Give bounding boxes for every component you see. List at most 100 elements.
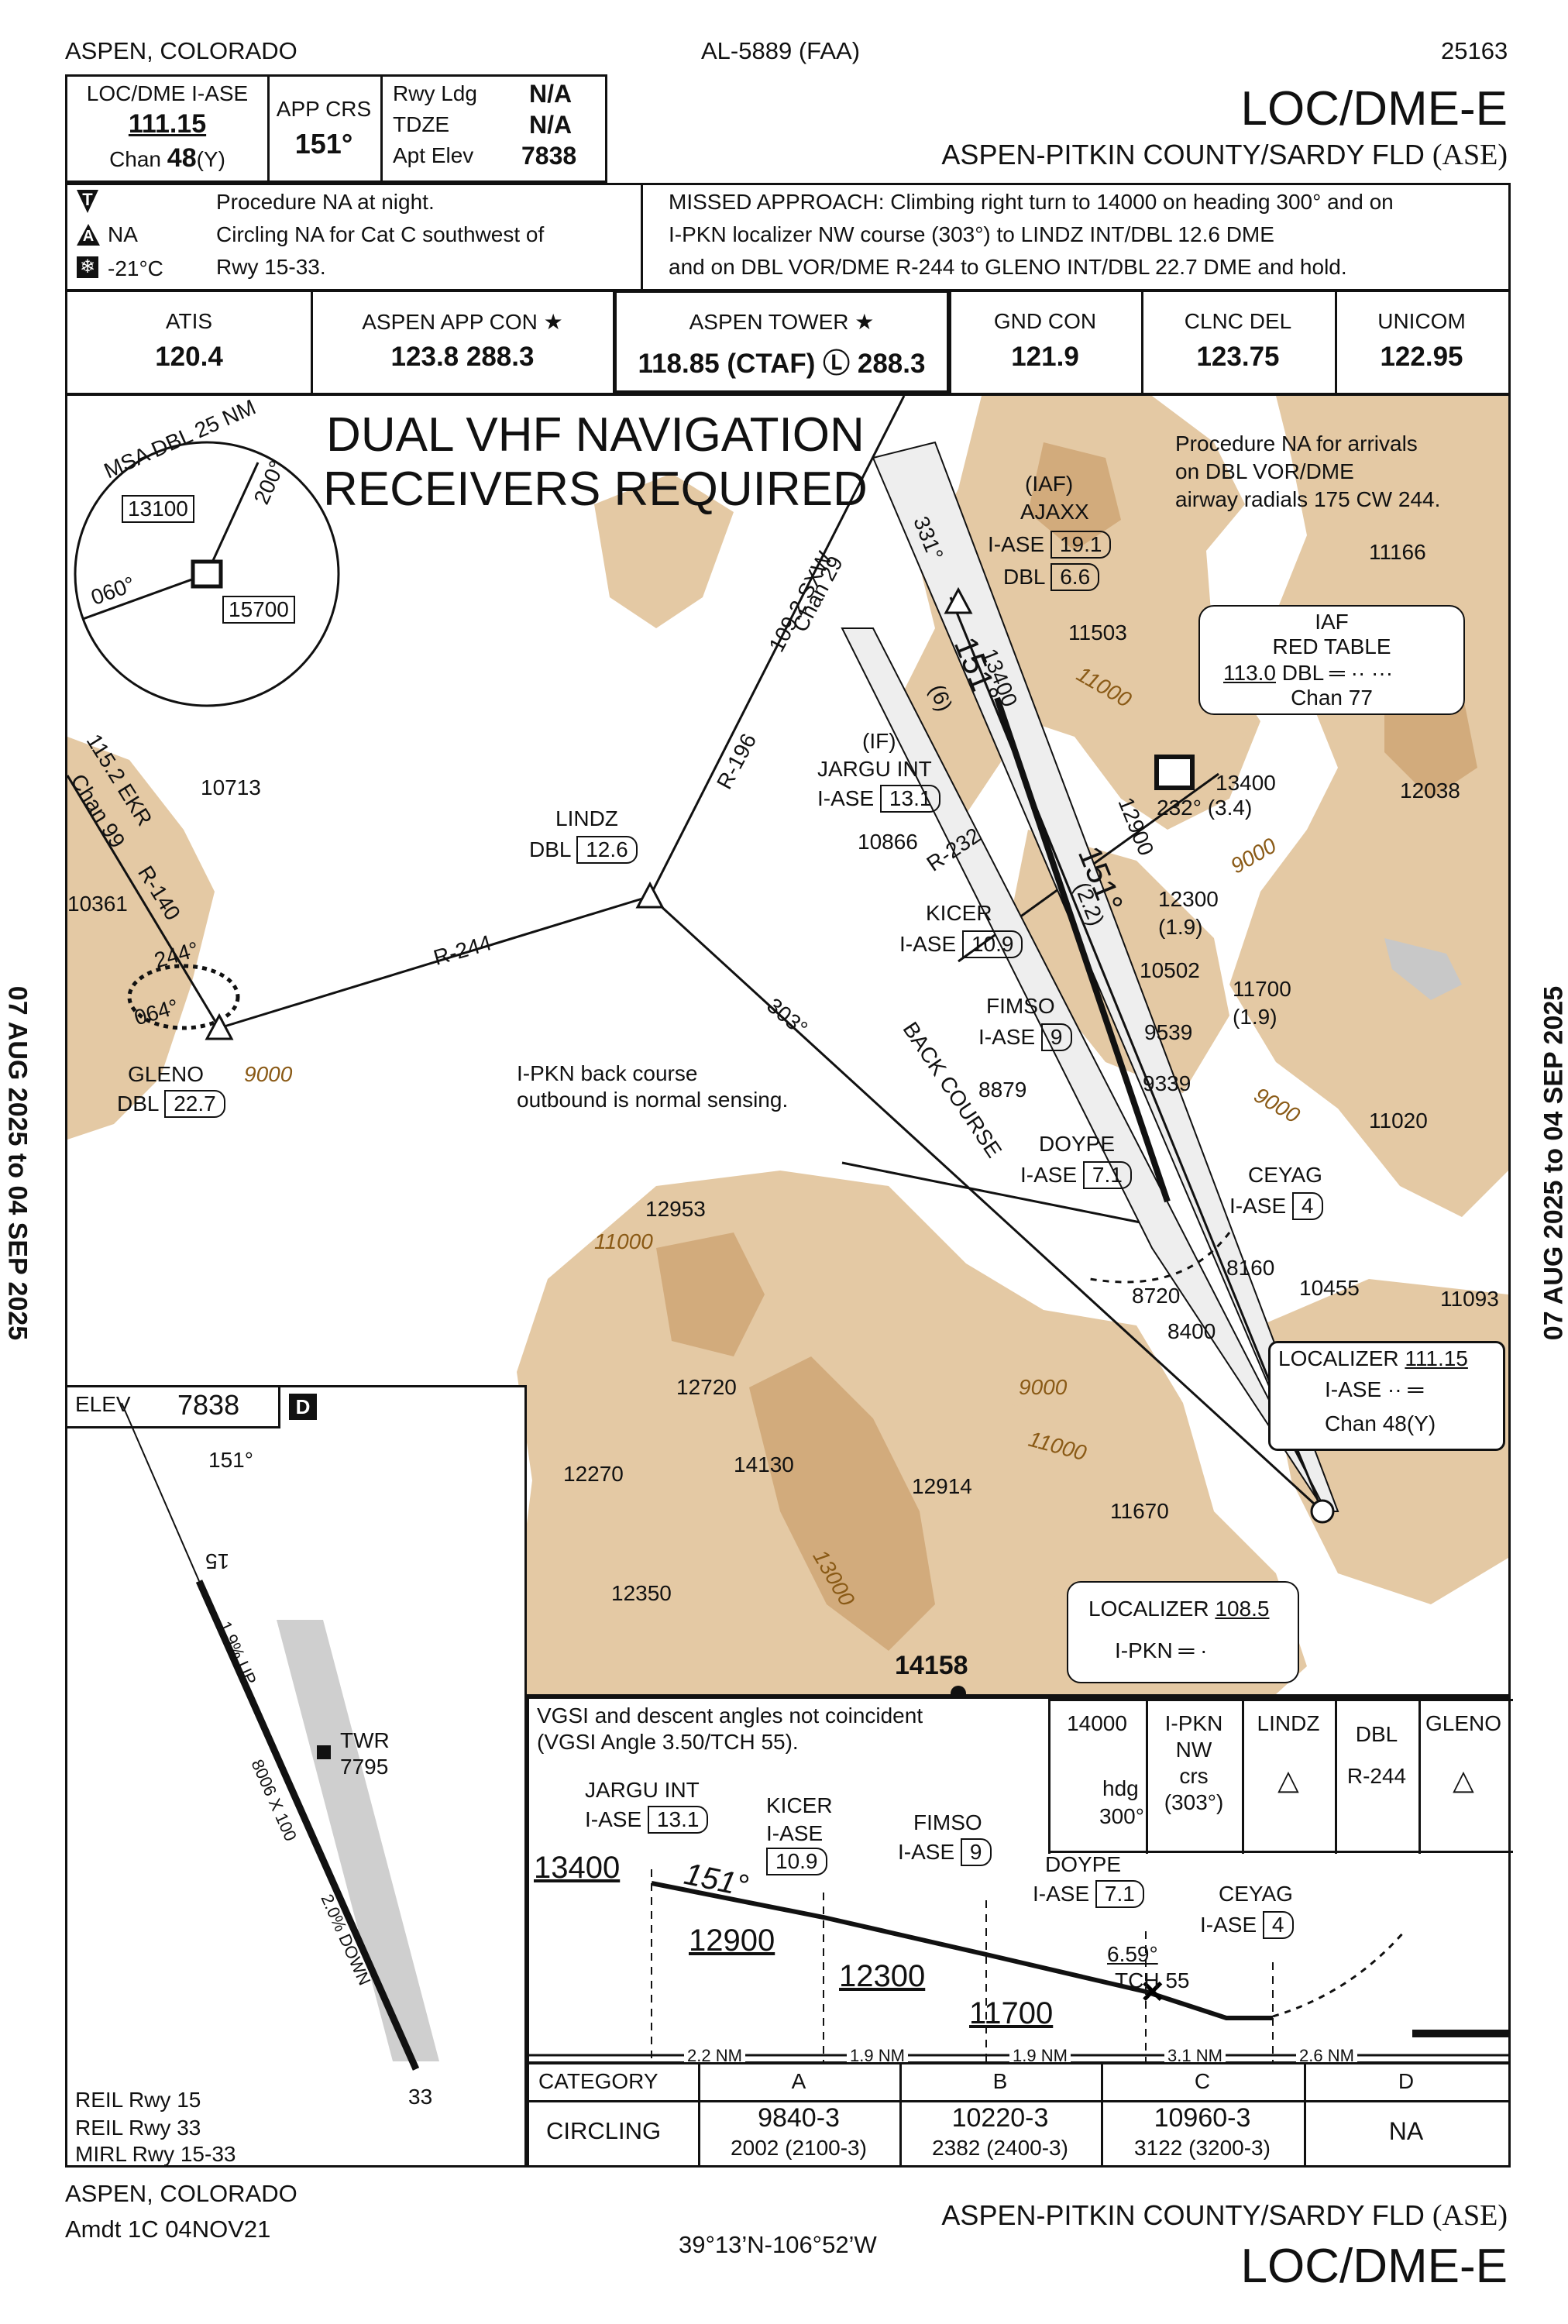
- tdze-label: TDZE: [393, 112, 450, 136]
- morse-icon: ·· ═: [1387, 1377, 1424, 1401]
- missed-approach-path: [1089, 1232, 1231, 1284]
- spot-elevation: 12350: [611, 1581, 672, 1605]
- footer-title: LOC/DME-E: [1240, 2240, 1508, 2293]
- svg-text:✕: ✕: [1140, 1975, 1166, 2009]
- spot-elevation: 12038: [1400, 779, 1460, 803]
- lindz-dme: 12.6: [576, 836, 638, 864]
- footer-airport-id: (ASE): [1432, 2199, 1508, 2232]
- red-table-id: DBL: [1281, 661, 1324, 685]
- lindz-dbl: DBL: [529, 837, 571, 861]
- minima-main: 10960-3: [1154, 2103, 1251, 2133]
- prof-ceyag-dme: 4: [1262, 1911, 1294, 1939]
- header-city: ASPEN, COLORADO: [65, 37, 297, 64]
- spot-elevation: 14130: [734, 1452, 794, 1477]
- dual-vhf-line-1: DUAL VHF NAVIGATION: [326, 408, 865, 462]
- prof-alt-12300: 12300: [839, 1959, 926, 1993]
- apt-elev-value: 7838: [521, 142, 577, 170]
- loc-frequency: 111.15: [128, 109, 207, 139]
- spot-elevation: 8879: [978, 1078, 1027, 1102]
- prof-doype-dme: 7.1: [1095, 1880, 1144, 1908]
- prof-jargu-iase: I-ASE: [585, 1807, 642, 1831]
- fimso-dme: 9: [1040, 1023, 1072, 1051]
- minima-main: 10220-3: [951, 2103, 1049, 2133]
- minima-sub: 3122 (3200-3): [1134, 2136, 1271, 2160]
- prof-alt-11700: 11700: [969, 1996, 1054, 2030]
- spot-elevation: 11670: [1110, 1499, 1169, 1523]
- jargu-if-label: (IF): [862, 729, 896, 753]
- spot-elevation: 10455: [1299, 1276, 1360, 1300]
- contour-label: 9000: [244, 1062, 293, 1086]
- comm-name: ASPEN APP CON ★: [362, 310, 563, 334]
- back-course-note: I-PKN back course outbound is normal sen…: [517, 1061, 788, 1113]
- red-table-freq: 113.0: [1223, 661, 1276, 685]
- lindz-fix-icon: [635, 881, 665, 909]
- kicer-name: KICER: [926, 901, 992, 925]
- elev-value: 7838: [177, 1389, 240, 1421]
- comm-freq: 123.8 288.3: [390, 342, 535, 372]
- ajaxx-dme: 19.1: [1050, 531, 1112, 559]
- kicer-dme: 10.9: [961, 930, 1023, 958]
- prof-jargu: JARGU INT: [585, 1778, 700, 1802]
- header-chart-number: 25163: [1441, 37, 1508, 64]
- tdze-value: N/A: [529, 111, 573, 139]
- spot-elevation: 10502: [1140, 958, 1200, 982]
- tower-elev: 7795: [340, 1755, 389, 1779]
- aerodrome-graphic: [121, 1402, 439, 2071]
- note-line-3: Rwy 15-33.: [216, 255, 326, 279]
- note-line-1: Procedure NA at night.: [216, 190, 435, 214]
- icon-line: (303°): [1164, 1790, 1224, 1814]
- spot-elevation: 13400: [1216, 771, 1276, 795]
- header-chart-id: AL-5889 (FAA): [701, 37, 861, 64]
- prof-angle: 6.59°: [1107, 1942, 1158, 1966]
- reil-15: REIL Rwy 15: [75, 2088, 201, 2112]
- a-symbol-icon: A: [77, 224, 100, 246]
- t-symbol-icon: T: [77, 190, 98, 213]
- red-table-radial: 232° (3.4): [1157, 796, 1253, 820]
- red-table-chan: Chan 77: [1291, 686, 1373, 710]
- altitude-11700-dist: (1.9): [1233, 1005, 1277, 1029]
- prof-kicer-iase: I-ASE: [766, 1821, 824, 1845]
- spot-elevation: 10361: [67, 892, 128, 916]
- pkn-box-freq: 108.5: [1215, 1597, 1270, 1621]
- page-title: LOC/DME-E: [1240, 82, 1508, 136]
- prof-fimso-iase: I-ASE: [898, 1840, 955, 1864]
- loc-channel: Chan 48(Y): [67, 143, 267, 174]
- tower-label: TWR: [340, 1728, 390, 1752]
- spot-elevation: 12953: [645, 1197, 706, 1221]
- category-b: B: [992, 2069, 1008, 2093]
- comms-box: ATIS 120.4 ASPEN APP CON ★ 123.8 288.3 A…: [65, 289, 1511, 395]
- peak-14158-dot: [951, 1686, 966, 1694]
- msa-sector-13100: 13100: [122, 495, 194, 523]
- prof-doype-iase: I-ASE: [1033, 1882, 1090, 1906]
- icon-line: 300°: [1099, 1804, 1144, 1828]
- aerodrome-course: 151°: [208, 1448, 253, 1472]
- footer-airport: ASPEN-PITKIN COUNTY/SARDY FLD (ASE): [941, 2199, 1508, 2233]
- contour-label: 9000: [1019, 1375, 1068, 1399]
- gleno-dbl: DBL: [117, 1092, 159, 1116]
- kicer-iase: I-ASE: [899, 932, 957, 956]
- arrival-na-note: Procedure NA for arrivals on DBL VOR/DME…: [1175, 430, 1440, 514]
- pkn-box-label: LOCALIZER: [1088, 1597, 1209, 1621]
- prof-jargu-dme: 13.1: [647, 1806, 709, 1834]
- spot-elevation: 8160: [1226, 1256, 1275, 1280]
- minima-main: NA: [1388, 2117, 1424, 2145]
- loc-box-id: I-ASE: [1325, 1377, 1382, 1401]
- morse-icon: ═ ·: [1178, 1638, 1208, 1662]
- jargu-name: JARGU INT: [817, 757, 932, 781]
- spot-elevation: 11166: [1369, 540, 1426, 564]
- ajaxx-iaf-label: (IAF): [1025, 472, 1074, 496]
- category-label: CATEGORY: [538, 2069, 658, 2093]
- category-a: A: [791, 2069, 806, 2093]
- runway-15-33: [195, 1580, 420, 2071]
- ceyag-name: CEYAG: [1248, 1163, 1322, 1187]
- footer-airport-text: ASPEN-PITKIN COUNTY/SARDY FLD: [941, 2199, 1425, 2231]
- icon-line: NW: [1175, 1738, 1212, 1762]
- descent-path: [651, 1881, 1273, 2020]
- a-na-text: NA: [108, 222, 138, 246]
- aerodrome-sketch: ELEV 7838 D 151° 15 33 1.9% UP 2.0% DOWN…: [65, 1385, 527, 2168]
- comm-name: CLNC DEL: [1184, 309, 1292, 333]
- comm-freq: 123.75: [1196, 342, 1280, 372]
- morse-icon: ═ ·· ···: [1329, 661, 1394, 685]
- icon-line: hdg: [1102, 1776, 1139, 1800]
- icon-line: I-PKN: [1164, 1711, 1223, 1735]
